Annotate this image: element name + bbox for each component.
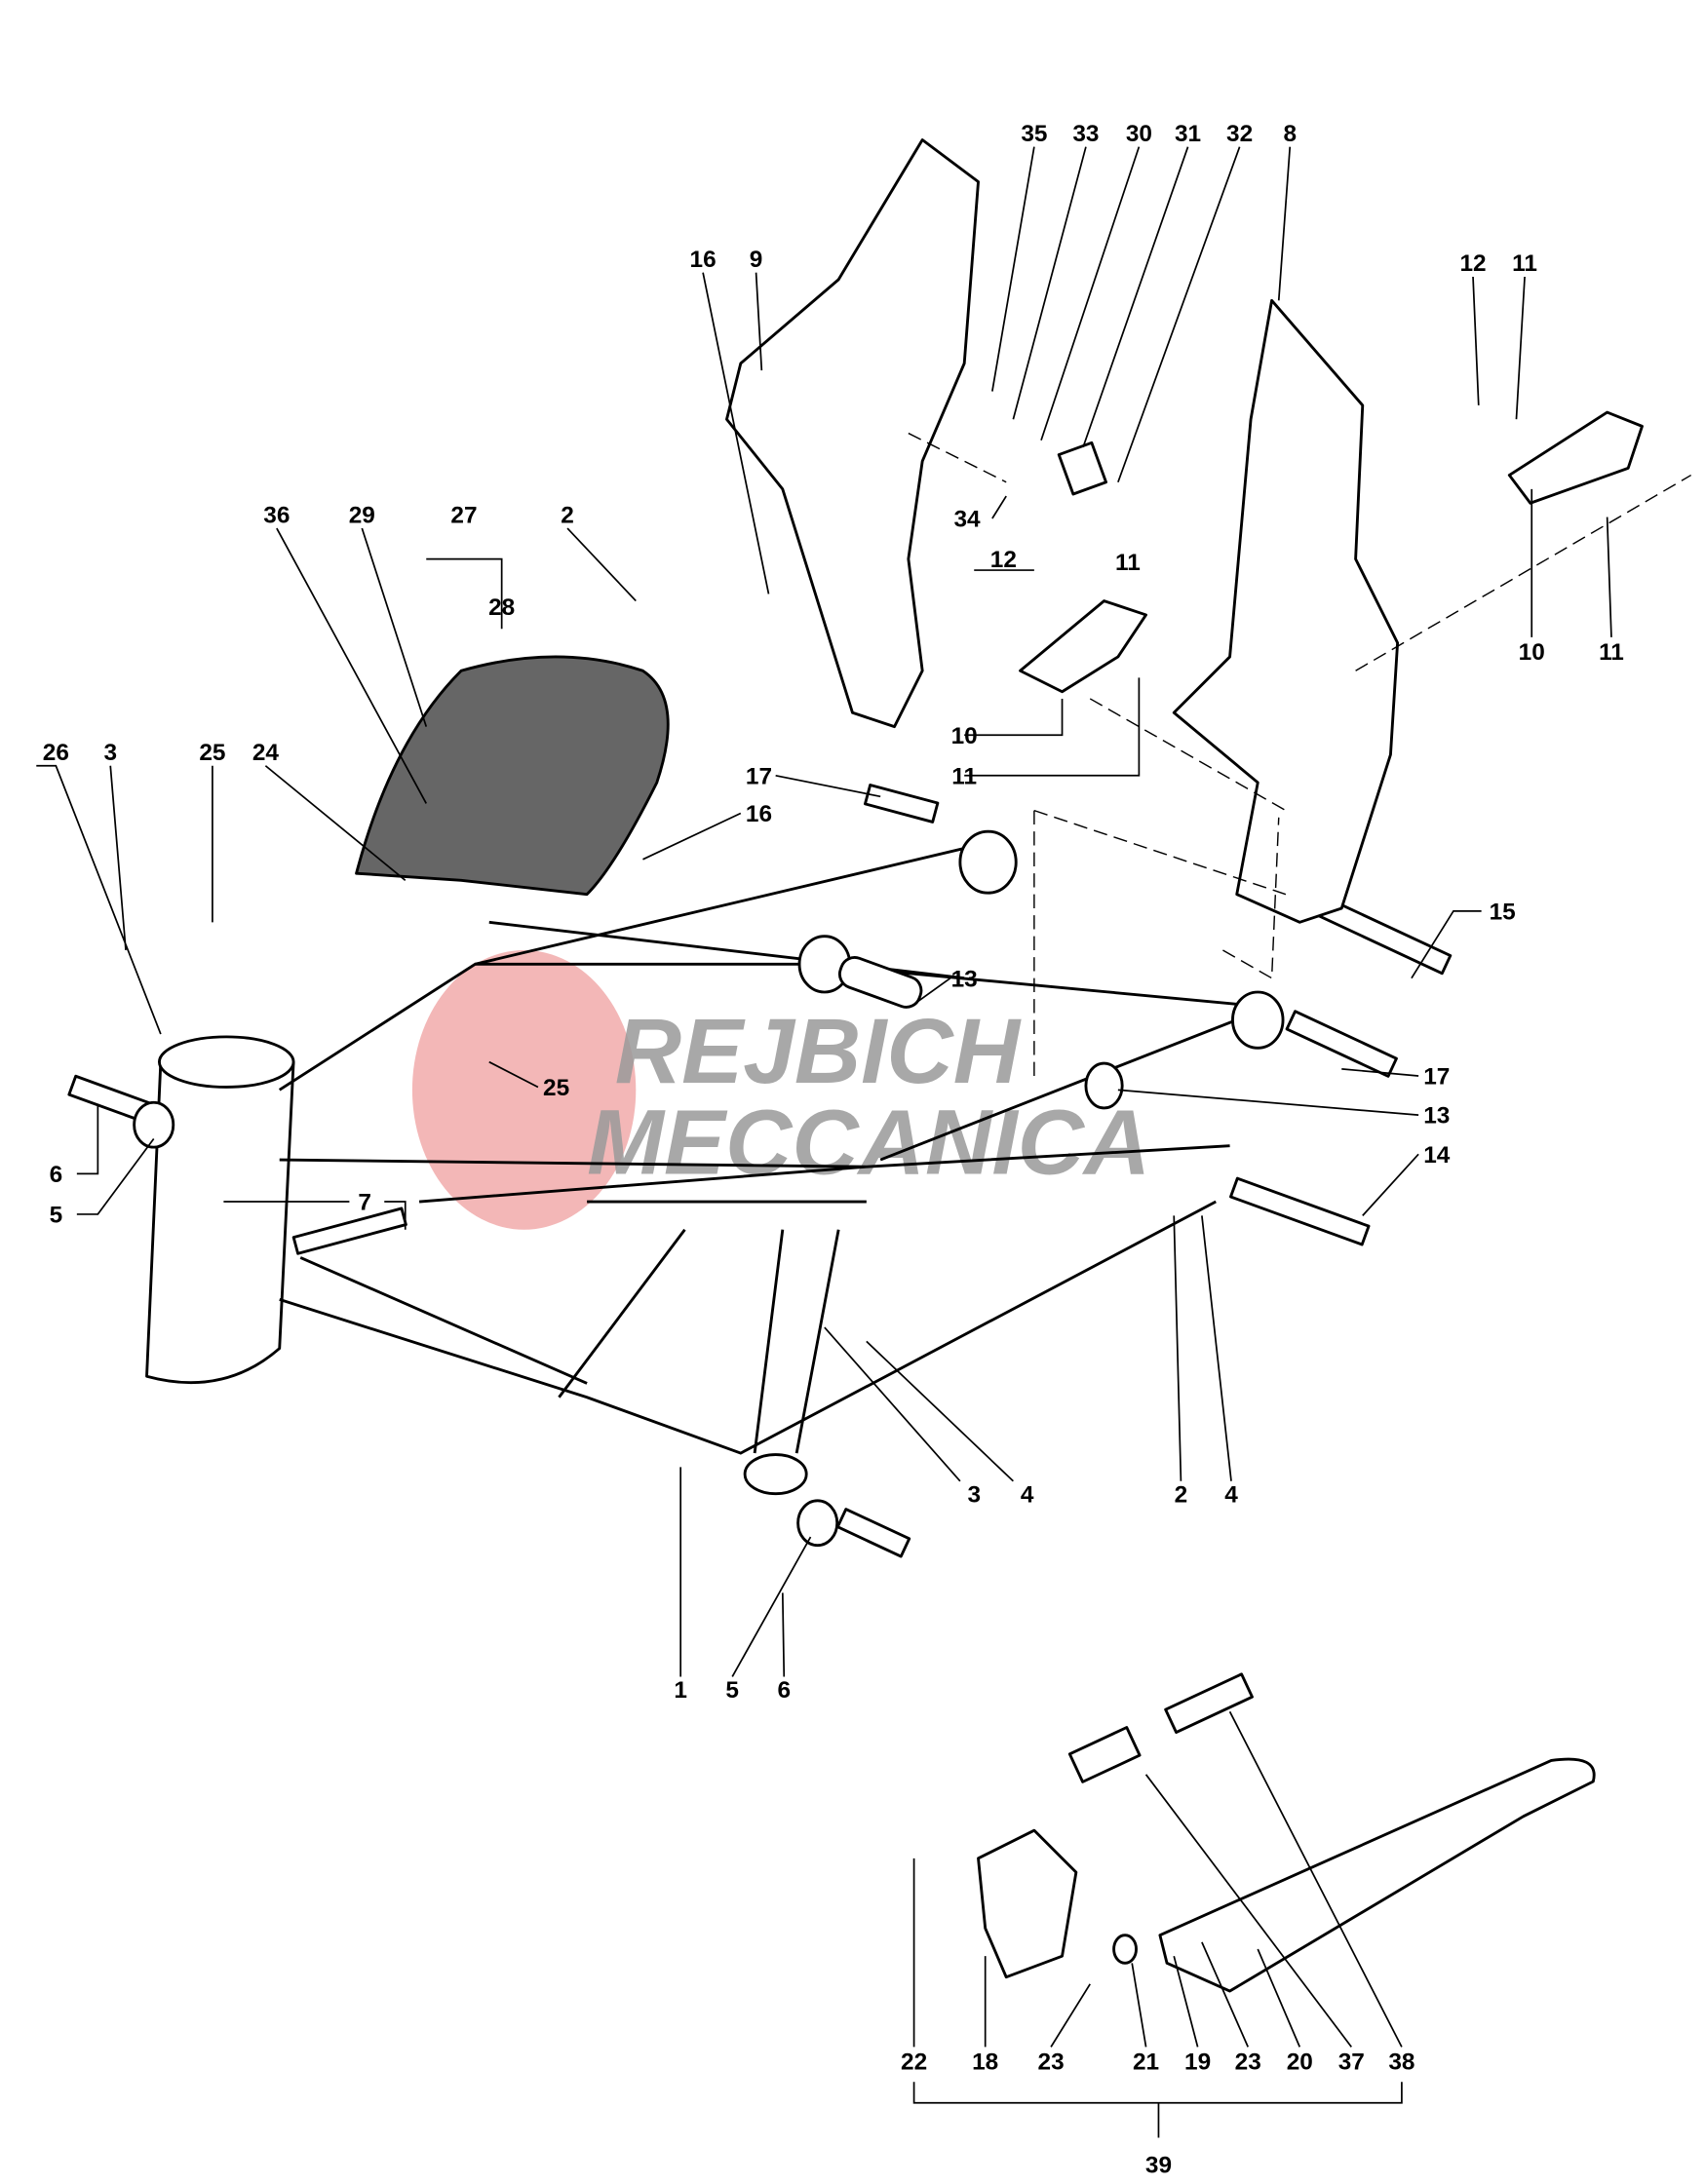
callout-28: 28 [488,594,515,621]
callout-5: 5 [50,1203,63,1229]
callout-34: 34 [954,507,982,533]
callout-6: 6 [777,1677,791,1704]
callout-25: 25 [543,1075,569,1101]
callout-13: 13 [1423,1103,1450,1130]
callout-10: 10 [1519,639,1545,666]
callout-22: 22 [901,2049,927,2075]
fasteners [67,784,1453,1558]
callout-14: 14 [1423,1142,1451,1169]
callout-23: 23 [1038,2049,1065,2075]
callout-20: 20 [1287,2049,1313,2075]
callout-10: 10 [951,723,978,749]
callout-25: 25 [199,740,225,766]
callout-16: 16 [690,247,717,273]
callout-4: 4 [1224,1481,1238,1508]
callout-31: 31 [1175,121,1201,147]
callout-24: 24 [252,740,280,766]
callout-6: 6 [50,1162,63,1188]
callout-36: 36 [263,502,290,528]
callout-26: 26 [43,740,69,766]
frame-part-1 [145,829,1285,1496]
callout-27: 27 [450,502,477,528]
callout-16: 16 [746,801,772,827]
callout-1: 1 [674,1677,687,1704]
callout-38: 38 [1388,2049,1414,2075]
side-stand-assembly [977,1672,1596,1993]
callout-29: 29 [349,502,375,528]
callout-37: 37 [1338,2049,1365,2075]
callout-13: 13 [951,966,978,992]
callout-11: 11 [951,763,977,789]
callout-15: 15 [1490,899,1516,925]
bracket-part-8 [1172,298,1400,924]
leader-lines [36,146,1612,2138]
callout-4: 4 [1021,1481,1034,1508]
footrest-part-10b [1507,410,1644,505]
callout-11: 11 [1512,250,1537,277]
callout-8: 8 [1283,121,1297,147]
callout-12: 12 [990,547,1017,573]
callout-11: 11 [1599,639,1624,666]
callout-19: 19 [1184,2049,1211,2075]
callout-2: 2 [1175,1481,1188,1508]
callout-32: 32 [1226,121,1253,147]
callout-9: 9 [750,247,763,273]
watermark-logo [411,949,637,1230]
callout-35: 35 [1021,121,1047,147]
callout-12: 12 [1459,250,1486,277]
callout-18: 18 [972,2049,998,2075]
callout-5: 5 [725,1677,739,1704]
callout-11: 11 [1115,550,1141,576]
callout-30: 30 [1126,121,1152,147]
callout-39: 39 [1145,2152,1172,2178]
callout-23: 23 [1235,2049,1261,2075]
callout-7: 7 [358,1190,371,1216]
callout-21: 21 [1133,2049,1159,2075]
watermark-line2: MECCANICA [587,1091,1150,1194]
spring-part-31 [1057,441,1107,496]
footrest-part-10a [1019,599,1147,694]
watermark-line1: REJBICH [615,1000,1022,1103]
heat-shield-part-27 [355,655,670,897]
watermark: REJBICH MECCANICA [411,949,1150,1230]
callout-2: 2 [561,502,574,528]
callout-17: 17 [746,763,772,789]
callout-3: 3 [967,1481,981,1508]
callout-33: 33 [1072,121,1099,147]
bracket-part-9 [725,138,980,729]
callout-17: 17 [1423,1064,1450,1091]
callout-3: 3 [103,740,117,766]
